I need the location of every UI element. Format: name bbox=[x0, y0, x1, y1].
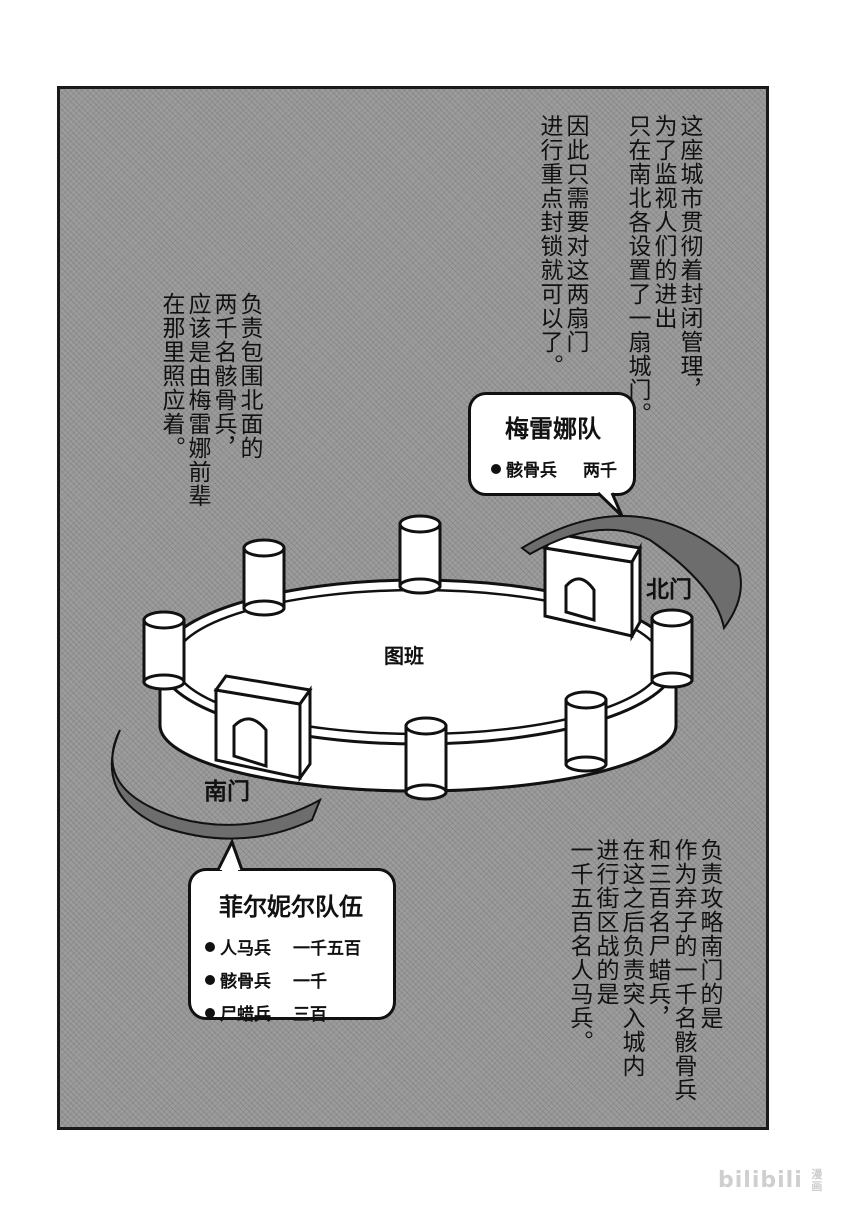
unit-name: 骸骨兵 bbox=[506, 461, 557, 481]
south-gate-label: 南门 bbox=[204, 779, 250, 805]
unit-name: 骸骨兵 bbox=[220, 972, 271, 992]
tower bbox=[142, 610, 186, 691]
south-team-row: 人马兵 一千五百 bbox=[205, 934, 393, 959]
unit-name: 尸蜡兵 bbox=[220, 1005, 271, 1025]
tower bbox=[398, 514, 442, 595]
south-team-box: 菲尔妮尔队伍 人马兵 一千五百 骸骨兵 一千 尸蜡兵 三百 bbox=[188, 868, 396, 1025]
watermark-brand: bilibili bbox=[718, 1168, 803, 1193]
unit-name: 人马兵 bbox=[220, 939, 271, 959]
unit-count: 两千 bbox=[583, 461, 617, 481]
narration-south-assault: 负责攻略南门的是 作为弃子的一千名骸骨兵 和三百名尸蜡兵， 在这之后负责突入城内… bbox=[566, 838, 722, 1102]
south-arrow-arc bbox=[111, 729, 322, 840]
south-team-row: 骸骨兵 一千 bbox=[205, 967, 393, 992]
city-label: 图班 bbox=[384, 644, 424, 668]
north-team-row: 骸骨兵 两千 bbox=[491, 456, 633, 481]
bullet-icon bbox=[205, 974, 215, 985]
narration-north-siege: 负责包围北面的 两千名骸骨兵， 应该是由梅雷娜前辈 在那里照应着。 bbox=[158, 292, 262, 508]
unit-count: 一千五百 bbox=[293, 939, 361, 959]
bullet-icon bbox=[205, 1007, 215, 1018]
narration-city-gates: 这座城市贯彻着封闭管理， 为了监视人们的进出 只在南北各设置了一扇城门。 bbox=[624, 114, 702, 426]
narration-gate-blockade: 因此只需要对这两扇门 进行重点封锁就可以了。 bbox=[536, 114, 588, 378]
tower bbox=[650, 608, 694, 689]
south-team-title: 菲尔妮尔队伍 bbox=[219, 893, 363, 921]
tower bbox=[242, 538, 286, 617]
towers bbox=[142, 514, 694, 801]
unit-count: 一千 bbox=[293, 972, 327, 992]
tower bbox=[564, 690, 608, 773]
north-team-box: 梅雷娜队 骸骨兵 两千 bbox=[468, 392, 636, 496]
bullet-icon bbox=[491, 463, 501, 474]
south-team-row: 尸蜡兵 三百 bbox=[205, 1000, 393, 1025]
north-gate-building bbox=[542, 532, 643, 642]
north-arrow-arc bbox=[520, 515, 742, 631]
watermark: bilibili 漫画 bbox=[718, 1168, 825, 1193]
north-team-title: 梅雷娜队 bbox=[505, 415, 601, 443]
south-gate-building bbox=[213, 674, 313, 783]
bullet-icon bbox=[205, 941, 215, 952]
watermark-sub: 漫画 bbox=[811, 1168, 824, 1193]
tower bbox=[404, 716, 448, 801]
north-gate-label: 北门 bbox=[646, 577, 692, 603]
unit-count: 三百 bbox=[293, 1005, 327, 1025]
